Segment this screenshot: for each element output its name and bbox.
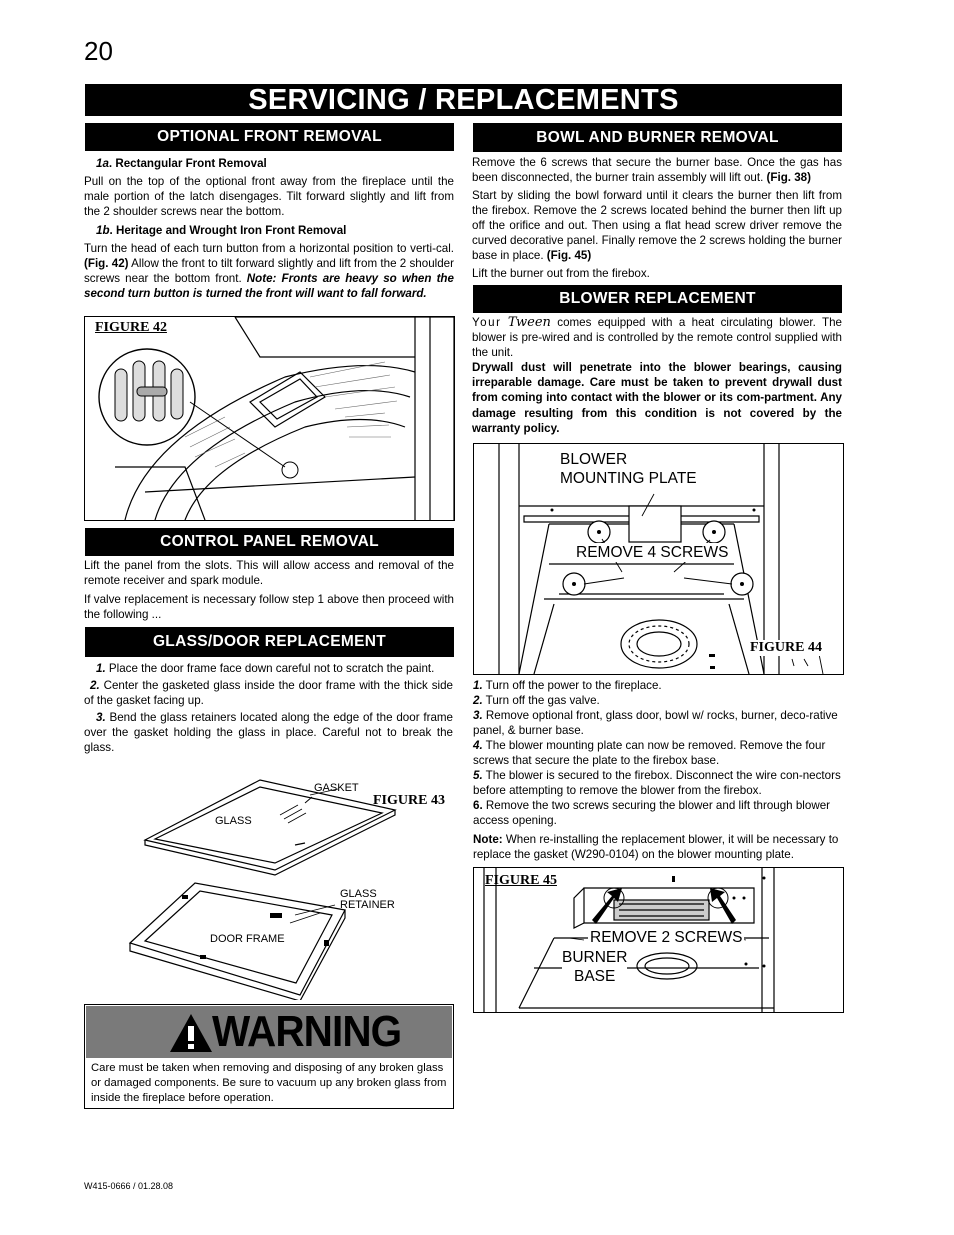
glass-door-illustration (128, 779, 397, 1000)
bowl-burner-p3: Lift the burner out from the firebox. (472, 267, 650, 280)
page-title: SERVICING / REPLACEMENTS (85, 84, 842, 116)
step-5: 5. The blower is secured to the firebox.… (473, 769, 841, 797)
drywall-warning: Drywall dust will penetrate into the blo… (472, 361, 842, 435)
control-panel-heading: CONTROL PANEL REMOVAL (85, 528, 454, 556)
step-2: 2. Turn off the gas valve. (473, 694, 600, 707)
reinstall-note: Note: When re-installing the replacement… (473, 833, 839, 861)
figure-42: FIGURE 42 (84, 316, 455, 521)
page-number: 20 (84, 36, 113, 66)
optional-front-heading: OPTIONAL FRONT REMOVAL (85, 123, 454, 151)
blower-plate-label: BLOWER MOUNTING PLATE (560, 450, 697, 488)
bowl-burner-p2: Start by sliding the bowl forward until … (472, 189, 842, 262)
warning-triangle-icon (170, 1014, 212, 1052)
gasket-label: GASKET (314, 782, 359, 794)
burner-base-label-line2: BASE (574, 968, 616, 985)
document-footer: W415-0666 / 01.28.08 (84, 1181, 174, 1191)
burner-base-label: BURNER BASE (562, 948, 628, 986)
door-frame-label: DOOR FRAME (210, 933, 285, 945)
tween-logo: Tween (507, 315, 551, 330)
sub-1b-heading: 1b. Heritage and Wrought Iron Front Remo… (96, 224, 347, 237)
glass-step-1: 1. Place the door frame face down carefu… (96, 662, 435, 675)
glass-retainer-label-line1: GLASS (340, 888, 377, 900)
blower-steps: 1. Turn off the power to the fireplace. … (473, 678, 843, 862)
burner-base-label-line1: BURNER (562, 949, 628, 966)
glass-retainer-label: GLASS RETAINER (340, 889, 395, 911)
blower-intro: Your Tween comes equipped with a heat ci… (472, 315, 842, 359)
warning-text: Care must be taken when removing and dis… (91, 1062, 447, 1104)
bowl-burner-heading: BOWL AND BURNER REMOVAL (473, 123, 842, 152)
step-1: 1. Turn off the power to the fireplace. (473, 679, 662, 692)
glass-retainer-label-line2: RETAINER (340, 899, 395, 911)
bowl-burner-p1: Remove the 6 screws that secure the burn… (472, 156, 842, 184)
control-panel-p1: Lift the panel from the slots. This will… (84, 559, 454, 587)
sub-1a-heading: 1a. Rectangular Front Removal (96, 157, 267, 170)
blower-plate-label-line2: MOUNTING PLATE (560, 470, 697, 487)
blower-heading: BLOWER REPLACEMENT (473, 285, 842, 313)
glass-door-heading: GLASS/DOOR REPLACEMENT (85, 627, 454, 657)
figure-45-label: FIGURE 45 (485, 873, 557, 888)
figure-44: BLOWER MOUNTING PLATE REMOVE 4 SCREWS FI… (473, 443, 844, 675)
blower-text: Your Tween comes equipped with a heat ci… (472, 315, 842, 436)
glass-door-text: 1. Place the door frame face down carefu… (84, 661, 453, 755)
glass-step-3: 3. Bend the glass retainers located alon… (84, 711, 453, 754)
step-3: 3. Remove optional front, glass door, bo… (473, 709, 838, 737)
bowl-burner-text: Remove the 6 screws that secure the burn… (472, 155, 842, 281)
step-6: 6. Remove the two screws securing the bl… (473, 799, 831, 827)
warning-box: WARNING Care must be taken when removing… (84, 1004, 454, 1109)
warning-title: WARNING (212, 1007, 402, 1056)
glass-step-2: 2. Center the gasketed glass inside the … (84, 679, 453, 707)
control-panel-text: Lift the panel from the slots. This will… (84, 558, 454, 622)
remove-4-screws-label: REMOVE 4 SCREWS (576, 543, 729, 562)
figure-43-label: FIGURE 43 (373, 793, 445, 808)
paragraph-1a: Pull on the top of the optional front aw… (84, 175, 454, 218)
warning-banner: WARNING (86, 1006, 452, 1058)
step-4: 4. The blower mounting plate can now be … (473, 739, 826, 767)
figure-45: FIGURE 45 REMOVE 2 SCREWS BURNER BASE (473, 867, 844, 1013)
fireplace-front-illustration (98, 317, 454, 520)
control-panel-p2: If valve replacement is necessary follow… (84, 593, 454, 621)
figure-43: GASKET GLASS GLASS RETAINER DOOR FRAME (120, 775, 455, 1000)
optional-front-text: 1a. Rectangular Front Removal Pull on th… (84, 156, 454, 301)
remove-2-screws-label: REMOVE 2 SCREWS (588, 928, 745, 947)
paragraph-1b: Turn the head of each turn button from a… (84, 242, 454, 300)
blower-plate-label-line1: BLOWER (560, 451, 628, 468)
figure-44-label: FIGURE 44 (750, 640, 822, 656)
glass-label: GLASS (215, 815, 252, 827)
burner-base-illustration (483, 868, 775, 1012)
figure-42-label: FIGURE 42 (95, 320, 167, 335)
